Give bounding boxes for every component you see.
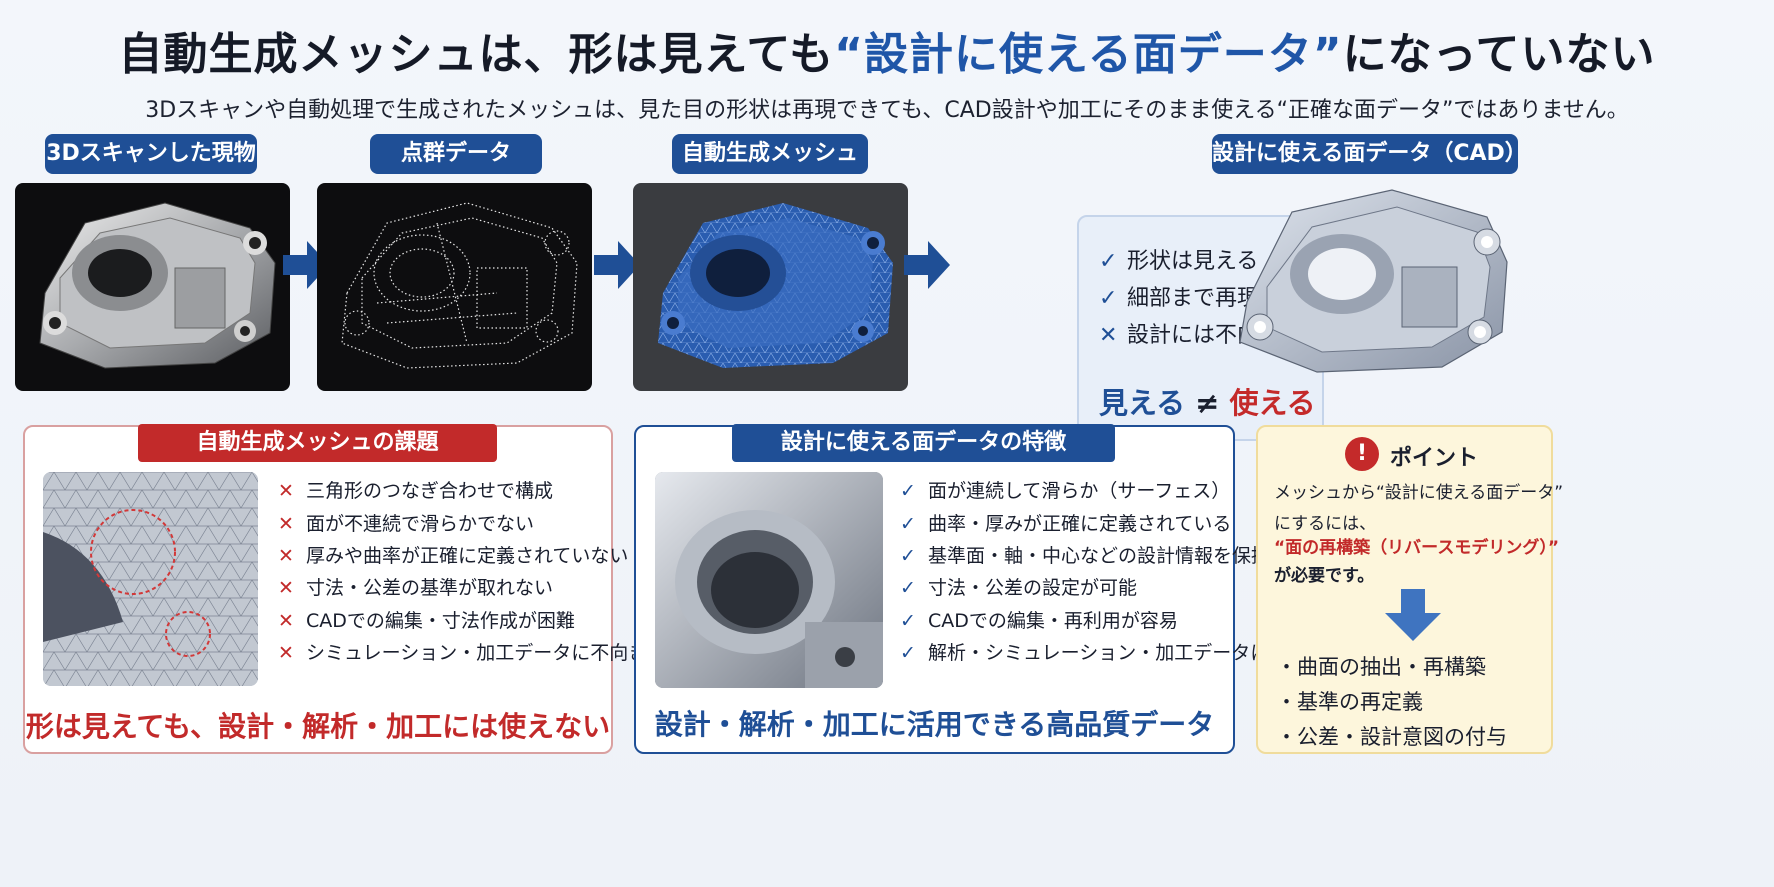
cad-model-image <box>1222 182 1522 390</box>
page-subtitle: 3Dスキャンや自動処理で生成されたメッシュは、見た目の形状は再現できても、CAD… <box>145 98 1629 123</box>
check-icon: ✓ <box>900 642 916 664</box>
mesh-issue-item: ✕三角形のつなぎ合わせで構成 <box>278 480 554 502</box>
cross-icon: ✕ <box>1099 323 1118 348</box>
summary-item: ✓形状は見える <box>1099 243 1322 280</box>
check-icon: ✓ <box>1099 286 1118 311</box>
cad-feature-item: ✓面が連続して滑らか（サーフェス） <box>900 480 1231 502</box>
step-label-cad: 設計に使える面データ（CAD） <box>1212 134 1527 174</box>
alert-icon: ! <box>1345 437 1379 471</box>
mesh-closeup-image <box>43 472 258 686</box>
check-icon: ✓ <box>900 480 916 502</box>
point-text-line: にするには、 <box>1274 514 1377 534</box>
cross-icon: ✕ <box>278 545 294 567</box>
arrow-right-icon <box>902 237 952 293</box>
cross-icon: ✕ <box>278 642 294 664</box>
arrow-right-icon <box>592 237 642 293</box>
arrow-down-icon <box>1383 587 1443 643</box>
point-bullet: ・基準の再定義 <box>1276 690 1423 714</box>
cad-feature-item: ✓解析・シミュレーション・加工データに最適 <box>900 642 1308 664</box>
mesh-issue-item: ✕厚みや曲率が正確に定義されていない <box>278 545 629 567</box>
cad-feature-item: ✓曲率・厚みが正確に定義されている <box>900 513 1232 535</box>
point-bullet: ・公差・設計意図の付与 <box>1276 725 1507 749</box>
auto-mesh-image <box>633 183 908 391</box>
mesh-issues-tab: 自動生成メッシュの課題 <box>138 424 497 462</box>
point-bullet: ・曲面の抽出・再構築 <box>1276 655 1486 679</box>
cad-feature-item: ✓寸法・公差の設定が可能 <box>900 577 1138 599</box>
scanned-part-image <box>15 183 290 391</box>
mesh-issue-item: ✕CADでの編集・寸法作成が困難 <box>278 610 575 632</box>
point-emphasis: “面の再構築（リバースモデリング）” <box>1274 538 1559 558</box>
cad-feature-item: ✓基準面・軸・中心などの設計情報を保持 <box>900 545 1271 567</box>
step-label-mesh: 自動生成メッシュ <box>672 134 868 174</box>
step-label-scan: 3Dスキャンした現物 <box>45 134 257 174</box>
cad-feature-item: ✓CADでの編集・再利用が容易 <box>900 610 1178 632</box>
check-icon: ✓ <box>900 513 916 535</box>
mesh-issue-item: ✕面が不連続で滑らかでない <box>278 513 535 535</box>
cross-icon: ✕ <box>278 480 294 502</box>
point-cloud-image <box>317 183 592 391</box>
mesh-issue-item: ✕寸法・公差の基準が取れない <box>278 577 554 599</box>
mesh-issue-item: ✕シミュレーション・加工データに不向き <box>278 642 648 664</box>
cad-features-footer: 設計・解析・加工に活用できる高品質データ <box>654 708 1215 741</box>
cross-icon: ✕ <box>278 610 294 632</box>
summary-item: ✓細部まで再現 <box>1099 280 1322 317</box>
check-icon: ✓ <box>900 577 916 599</box>
point-text-line: が必要です。 <box>1274 566 1375 586</box>
cad-features-tab: 設計に使える面データの特徴 <box>732 424 1115 462</box>
cross-icon: ✕ <box>278 577 294 599</box>
point-text-line: メッシュから“設計に使える面データ” <box>1274 483 1564 503</box>
point-title: ポイント <box>1390 446 1479 471</box>
check-icon: ✓ <box>900 610 916 632</box>
cad-closeup-image <box>655 472 883 688</box>
page-title: 自動生成メッシュは、形は見えても“設計に使える面データ”になっていない <box>118 29 1656 80</box>
check-icon: ✓ <box>1099 249 1118 274</box>
cross-icon: ✕ <box>278 513 294 535</box>
check-icon: ✓ <box>900 545 916 567</box>
mesh-issues-footer: 形は見えても、設計・解析・加工には使えない <box>25 710 611 743</box>
visible-not-usable-formula: 見える≠使える <box>1099 386 1316 420</box>
step-label-point-cloud: 点群データ <box>370 134 542 174</box>
